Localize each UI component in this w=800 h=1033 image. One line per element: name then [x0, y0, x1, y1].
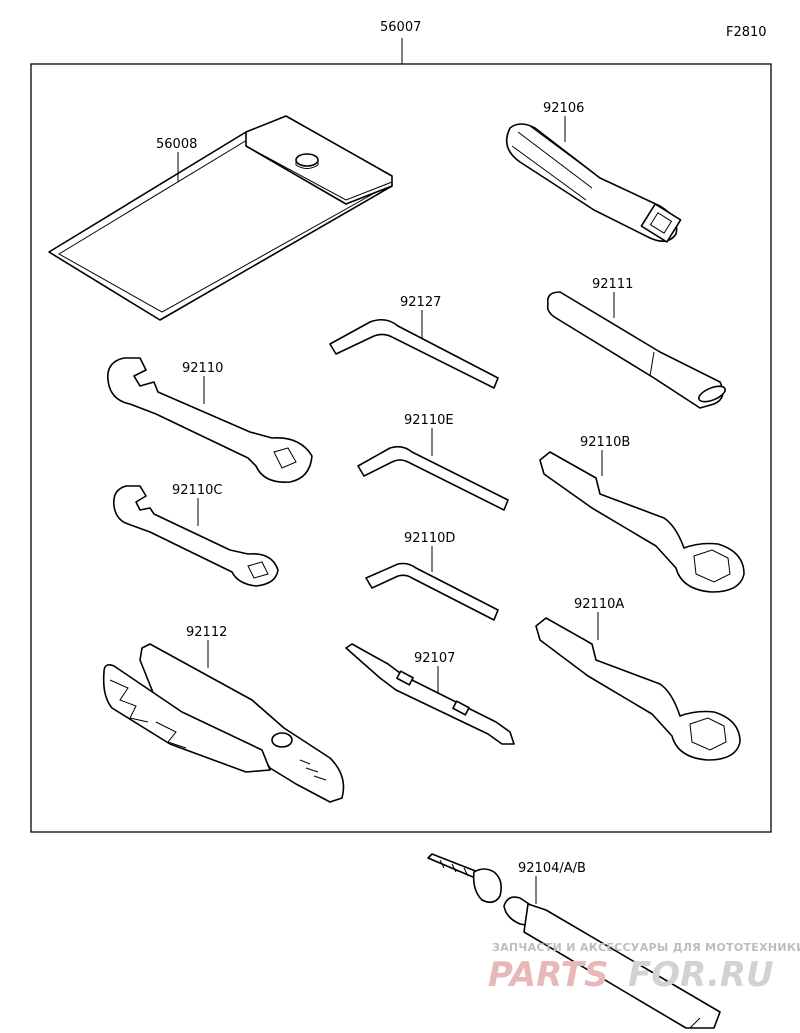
callout-92107[interactable]: 92107 — [414, 651, 455, 666]
callout-92110[interactable]: 92110 — [182, 361, 223, 376]
part-wrench-ring-a[interactable] — [535, 617, 741, 761]
watermark-logo-left: PARTS — [488, 955, 608, 995]
callout-56008[interactable]: 56008 — [156, 137, 197, 152]
callout-92110c[interactable]: 92110C — [172, 483, 222, 498]
part-hex-key-long[interactable] — [329, 318, 499, 389]
figure-code: F2810 — [726, 25, 767, 40]
part-wrench-open-small[interactable] — [112, 485, 279, 587]
part-wrench-open-large[interactable] — [107, 357, 313, 483]
callout-92110a[interactable]: 92110A — [574, 597, 624, 612]
part-hex-key-d[interactable] — [365, 562, 499, 621]
callout-92110e[interactable]: 92110E — [404, 413, 454, 428]
part-wrench-ring-b[interactable] — [539, 451, 745, 593]
kit-frame — [30, 63, 772, 833]
part-handle-bar[interactable] — [546, 291, 728, 409]
callout-92104[interactable]: 92104/A/B — [518, 861, 586, 876]
callout-56007[interactable]: 56007 — [380, 20, 421, 35]
callout-92106[interactable]: 92106 — [543, 101, 584, 116]
callout-92110b[interactable]: 92110B — [580, 435, 630, 450]
part-pouch[interactable] — [48, 115, 393, 321]
part-screwdriver-bit[interactable] — [345, 643, 515, 745]
part-screwdriver-handle[interactable] — [505, 123, 682, 243]
callout-92127[interactable]: 92127 — [400, 295, 441, 310]
callout-92110d[interactable]: 92110D — [404, 531, 455, 546]
watermark-logo-right: FOR.RU — [628, 955, 774, 995]
callout-92111[interactable]: 92111 — [592, 277, 633, 292]
watermark-caption: ЗАПЧАСТИ И АКСЕССУАРЫ ДЛЯ МОТОТЕХНИКИ — [492, 941, 800, 954]
part-grease-tube[interactable] — [427, 853, 721, 1029]
callout-92112[interactable]: 92112 — [186, 625, 227, 640]
part-pliers[interactable] — [102, 643, 345, 803]
part-hex-key-e[interactable] — [357, 445, 509, 511]
